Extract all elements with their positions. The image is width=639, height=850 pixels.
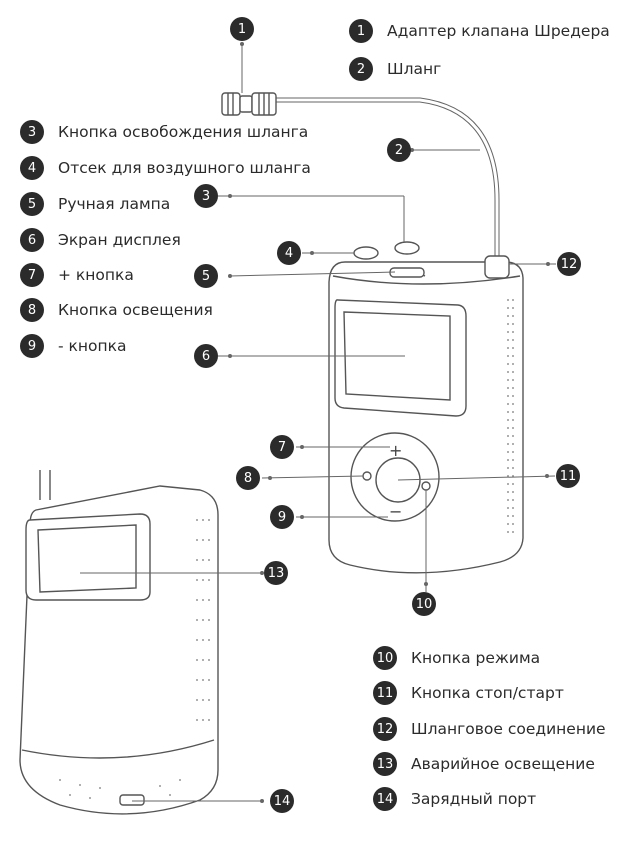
hand-lamp bbox=[389, 267, 425, 278]
legend-label: - кнопка bbox=[58, 337, 127, 355]
side-vents-back bbox=[59, 519, 210, 799]
legend-item-7: 7 + кнопка bbox=[20, 262, 134, 288]
legend-item-12: 12 Шланговое соединение bbox=[373, 716, 606, 742]
charging-port bbox=[119, 794, 145, 806]
hose-release-button[interactable] bbox=[394, 241, 420, 255]
front-unit bbox=[221, 92, 524, 574]
legend-badge: 7 bbox=[20, 263, 44, 287]
legend-label: Аварийное освещение bbox=[411, 755, 595, 773]
callout-1: 1 bbox=[230, 17, 254, 41]
legend-item-2: 2 Шланг bbox=[349, 56, 441, 82]
schrader-valve-adapter bbox=[221, 92, 277, 116]
legend-item-10: 10 Кнопка режима bbox=[373, 645, 540, 671]
legend-label: Шланговое соединение bbox=[411, 720, 606, 738]
legend-item-4: 4 Отсек для воздушного шланга bbox=[20, 155, 311, 181]
legend-label: Кнопка стоп/старт bbox=[411, 684, 564, 702]
callout-7: 7 bbox=[270, 435, 294, 459]
callout-13: 13 bbox=[264, 561, 288, 585]
legend-label: Кнопка освещения bbox=[58, 301, 213, 319]
legend-label: Кнопка освобождения шланга bbox=[58, 123, 309, 141]
legend-label: Ручная лампа bbox=[58, 195, 171, 213]
legend-item-13: 13 Аварийное освещение bbox=[373, 751, 595, 777]
callout-11: 11 bbox=[556, 464, 580, 488]
air-hose-compartment bbox=[353, 246, 379, 260]
callout-2: 2 bbox=[387, 138, 411, 162]
callout-10: 10 bbox=[412, 592, 436, 616]
legend-badge: 4 bbox=[20, 156, 44, 180]
legend-badge: 9 bbox=[20, 334, 44, 358]
legend-badge: 2 bbox=[349, 57, 373, 81]
legend-label: Отсек для воздушного шланга bbox=[58, 159, 311, 177]
leader-lines bbox=[80, 44, 556, 802]
legend-badge: 14 bbox=[373, 787, 397, 811]
legend-item-14: 14 Зарядный порт bbox=[373, 786, 536, 812]
legend-label: Адаптер клапана Шредера bbox=[387, 22, 610, 40]
side-vents-front bbox=[507, 299, 514, 533]
legend-label: Экран дисплея bbox=[58, 231, 181, 249]
legend-badge: 1 bbox=[349, 19, 373, 43]
legend-item-5: 5 Ручная лампа bbox=[20, 191, 170, 217]
callout-8: 8 bbox=[236, 466, 260, 490]
callout-3: 3 bbox=[194, 184, 218, 208]
display-screen bbox=[334, 299, 467, 417]
legend-label: Шланг bbox=[387, 60, 442, 78]
legend-item-3: 3 Кнопка освобождения шланга bbox=[20, 119, 308, 145]
legend-item-9: 9 - кнопка bbox=[20, 333, 127, 359]
callout-4: 4 bbox=[277, 241, 301, 265]
legend-badge: 12 bbox=[373, 717, 397, 741]
legend-item-1: 1 Адаптер клапана Шредера bbox=[349, 18, 610, 44]
legend-item-8: 8 Кнопка освещения bbox=[20, 297, 213, 323]
legend-badge: 10 bbox=[373, 646, 397, 670]
minus-button[interactable]: − bbox=[389, 502, 402, 521]
legend-badge: 13 bbox=[373, 752, 397, 776]
legend-badge: 11 bbox=[373, 681, 397, 705]
legend-badge: 3 bbox=[20, 120, 44, 144]
legend-label: Кнопка режима bbox=[411, 649, 541, 667]
callout-14: 14 bbox=[270, 789, 294, 813]
legend-label: + кнопка bbox=[58, 266, 134, 284]
emergency-light bbox=[25, 513, 151, 601]
hose-connection bbox=[484, 255, 510, 279]
legend-badge: 5 bbox=[20, 192, 44, 216]
legend-badge: 6 bbox=[20, 228, 44, 252]
legend-badge: 8 bbox=[20, 298, 44, 322]
legend-label: Зарядный порт bbox=[411, 790, 537, 808]
plus-button[interactable]: + bbox=[389, 441, 402, 460]
callout-5: 5 bbox=[194, 264, 218, 288]
callout-9: 9 bbox=[270, 505, 294, 529]
back-unit bbox=[19, 470, 219, 815]
legend-item-6: 6 Экран дисплея bbox=[20, 227, 181, 253]
callout-12: 12 bbox=[557, 252, 581, 276]
legend-item-11: 11 Кнопка стоп/старт bbox=[373, 680, 564, 706]
callout-6: 6 bbox=[194, 344, 218, 368]
